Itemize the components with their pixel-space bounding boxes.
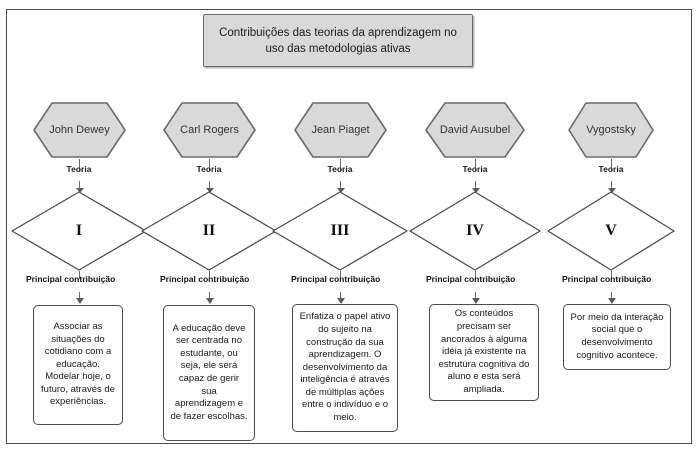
- author-node-jean-piaget[interactable]: Jean Piaget: [293, 101, 388, 159]
- contribution-text: Enfatiza o papel ativo do sujeito na con…: [299, 311, 391, 424]
- arrowhead-icon: [336, 188, 345, 193]
- edge-label-contribution-3: Principal contribuição: [291, 274, 381, 284]
- edge-label-theory-3: Teoria: [327, 164, 353, 174]
- edge-label-contribution-1: Principal contribuição: [26, 274, 116, 284]
- edge-label-theory-5: Teoria: [598, 164, 624, 174]
- connector-line: [340, 292, 341, 300]
- connector-theory-3: [336, 159, 345, 193]
- connector-line: [340, 271, 341, 279]
- author-node-vygostsky[interactable]: Vygostsky: [567, 101, 655, 159]
- edge-label-theory-2: Teoria: [196, 164, 222, 174]
- connector-line: [475, 271, 476, 279]
- edge-label-theory-1: Teoria: [66, 164, 92, 174]
- connector-line: [79, 271, 80, 279]
- connector-contribution-3: [336, 271, 345, 305]
- arrowhead-icon: [607, 188, 616, 193]
- connector-line: [611, 181, 612, 190]
- stage-node-5[interactable]: V: [546, 190, 676, 272]
- edge-label-contribution-2: Principal contribuição: [160, 274, 250, 284]
- contribution-box-2[interactable]: A educação deve ser centrada no estudant…: [163, 305, 255, 441]
- connector-theory-1: [75, 159, 84, 193]
- connector-line: [79, 159, 80, 171]
- edge-label-contribution-5: Principal contribuição: [562, 274, 652, 284]
- arrowhead-icon: [205, 298, 214, 304]
- edge-label-contribution-4: Principal contribuição: [426, 274, 516, 284]
- connector-contribution-2: [205, 271, 214, 305]
- author-node-david-ausubel[interactable]: David Ausubel: [424, 101, 526, 159]
- connector-contribution-1: [75, 271, 84, 305]
- contribution-text: Os conteúdos precisam ser ancorados à al…: [438, 308, 530, 395]
- author-node-carl-rogers[interactable]: Carl Rogers: [162, 101, 257, 159]
- connector-theory-5: [607, 159, 616, 193]
- connector-theory-4: [471, 159, 480, 193]
- stage-node-2[interactable]: II: [140, 190, 278, 272]
- connector-line: [209, 181, 210, 190]
- arrowhead-icon: [607, 298, 616, 304]
- connector-line: [475, 292, 476, 300]
- arrowhead-icon: [471, 188, 480, 193]
- contribution-box-5[interactable]: Por meio da interação social que o desen…: [563, 304, 671, 370]
- connector-line: [340, 181, 341, 190]
- arrowhead-icon: [75, 298, 84, 304]
- contribution-text: Associar as situações do cotidiano com a…: [41, 320, 115, 408]
- stage-node-4[interactable]: IV: [408, 190, 542, 272]
- contribution-box-3[interactable]: Enfatiza o papel ativo do sujeito na con…: [292, 304, 398, 432]
- edge-label-theory-4: Teoria: [462, 164, 488, 174]
- contribution-text: A educação deve ser centrada no estudant…: [170, 322, 248, 422]
- connector-contribution-4: [471, 271, 480, 305]
- arrowhead-icon: [75, 188, 84, 193]
- contribution-box-1[interactable]: Associar as situações do cotidiano com a…: [33, 305, 123, 425]
- arrowhead-icon: [336, 298, 345, 304]
- connector-line: [209, 292, 210, 300]
- connector-theory-2: [205, 159, 214, 193]
- diagram-title-text: Contribuições das teorias da aprendizage…: [219, 26, 457, 55]
- author-node-john-dewey[interactable]: John Dewey: [32, 101, 127, 159]
- connector-line: [79, 292, 80, 300]
- connector-line: [79, 181, 80, 190]
- arrowhead-icon: [471, 298, 480, 304]
- connector-line: [475, 159, 476, 171]
- connector-line: [209, 159, 210, 171]
- connector-line: [611, 271, 612, 279]
- diagram-title-box: Contribuições das teorias da aprendizage…: [203, 14, 473, 67]
- connector-line: [475, 181, 476, 190]
- stage-node-3[interactable]: III: [271, 190, 409, 272]
- arrowhead-icon: [205, 188, 214, 193]
- stage-node-1[interactable]: I: [10, 190, 148, 272]
- contribution-text: Por meio da interação social que o desen…: [570, 311, 664, 361]
- connector-line: [340, 159, 341, 171]
- connector-line: [209, 271, 210, 279]
- contribution-box-4[interactable]: Os conteúdos precisam ser ancorados à al…: [429, 304, 539, 401]
- connector-line: [611, 159, 612, 171]
- connector-line: [611, 292, 612, 300]
- connector-contribution-5: [607, 271, 616, 305]
